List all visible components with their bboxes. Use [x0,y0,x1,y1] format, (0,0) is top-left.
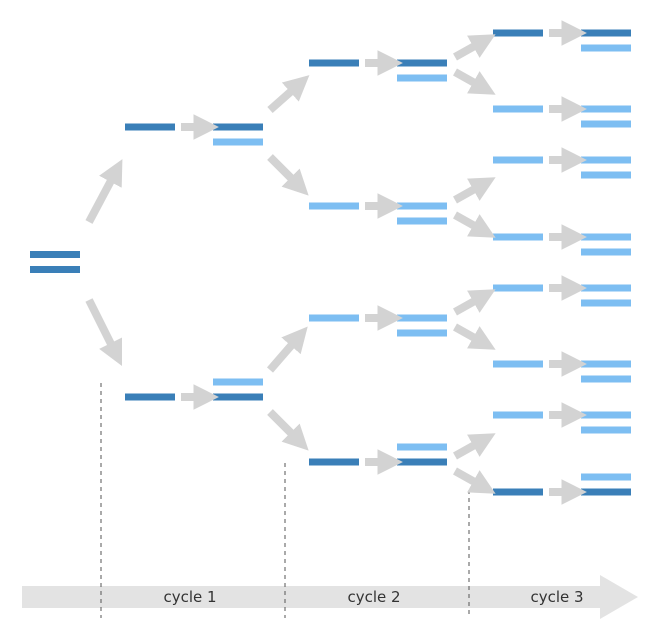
cycle-2-duplex-strand-bottom [397,217,447,225]
cycle-3-single-strand [493,411,543,419]
cycle-2-duplex-strand-top [397,443,447,451]
cycle-3-single-strand [493,284,543,292]
cycle-3-single-strand [493,233,543,241]
branch-arrow [85,159,123,224]
cycle-1-duplex-strand-top [213,378,263,386]
cycle-3-duplex-strand-top [581,284,631,292]
cycle-1-label: cycle 1 [163,588,216,606]
branch-arrow [453,68,496,95]
cycle-3-duplex-strand-top [581,411,631,419]
cycle-2-duplex-strand-bottom [397,329,447,337]
initial-strand-top [30,251,80,258]
cycle-3-single-strand [493,156,543,164]
cycle-1-duplex-strand-top [213,123,263,131]
cycle-2-duplex-strand-bottom [397,458,447,466]
cycle-3-duplex-strand-bottom [581,44,631,52]
timeline-arrow [22,575,638,619]
cycle-2-single-strand [309,458,359,466]
branch-arrow [267,409,309,451]
branch-arrow [85,298,123,367]
arrows [85,20,587,505]
cycle-3-duplex-strand-bottom [581,426,631,434]
cycle-3-duplex-strand-bottom [581,375,631,383]
timeline: cycle 1 cycle 2 cycle 3 [22,575,638,619]
cycle-3-duplex-strand-bottom [581,248,631,256]
cycle-3-single-strand [493,105,543,113]
cycle-3-duplex-strand-bottom [581,299,631,307]
cycle-3-single-strand [493,29,543,37]
branch-arrow [453,433,496,460]
branch-arrow [453,211,496,238]
cycle-3-duplex-strand-top [581,233,631,241]
branch-arrow [267,75,310,113]
cycle-2-label: cycle 2 [347,588,400,606]
branch-arrow [453,467,496,494]
cycle-3-duplex-strand-top [581,473,631,481]
cycle-1-single-strand [125,393,175,401]
cycle-2-single-strand [309,314,359,322]
branch-arrow [453,34,496,61]
branch-arrow [266,326,308,373]
cycle-1-duplex-strand-bottom [213,138,263,146]
branch-arrow [453,323,496,350]
cycle-2-single-strand [309,202,359,210]
cycle-3-duplex-strand-bottom [581,488,631,496]
cycle-2-single-strand [309,59,359,67]
cycle-2-duplex-strand-top [397,202,447,210]
cycle-2-duplex-strand-top [397,59,447,67]
branch-arrow [453,289,496,316]
cycle-dividers [100,383,470,618]
cycle-3-duplex-strand-bottom [581,120,631,128]
dna-strands [30,29,631,496]
cycle-3-duplex-strand-bottom [581,171,631,179]
cycle-3-duplex-strand-top [581,360,631,368]
cycle-2-duplex-strand-bottom [397,74,447,82]
cycle-3-duplex-strand-top [581,29,631,37]
branch-arrow [267,154,309,196]
cycle-3-duplex-strand-top [581,105,631,113]
branch-arrow [453,177,496,204]
cycle-1-single-strand [125,123,175,131]
cycle-3-single-strand [493,488,543,496]
cycle-3-single-strand [493,360,543,368]
cycle-3-duplex-strand-top [581,156,631,164]
cycle-1-duplex-strand-bottom [213,393,263,401]
cycle-3-label: cycle 3 [530,588,583,606]
cycle-2-duplex-strand-top [397,314,447,322]
initial-strand-bottom [30,266,80,273]
